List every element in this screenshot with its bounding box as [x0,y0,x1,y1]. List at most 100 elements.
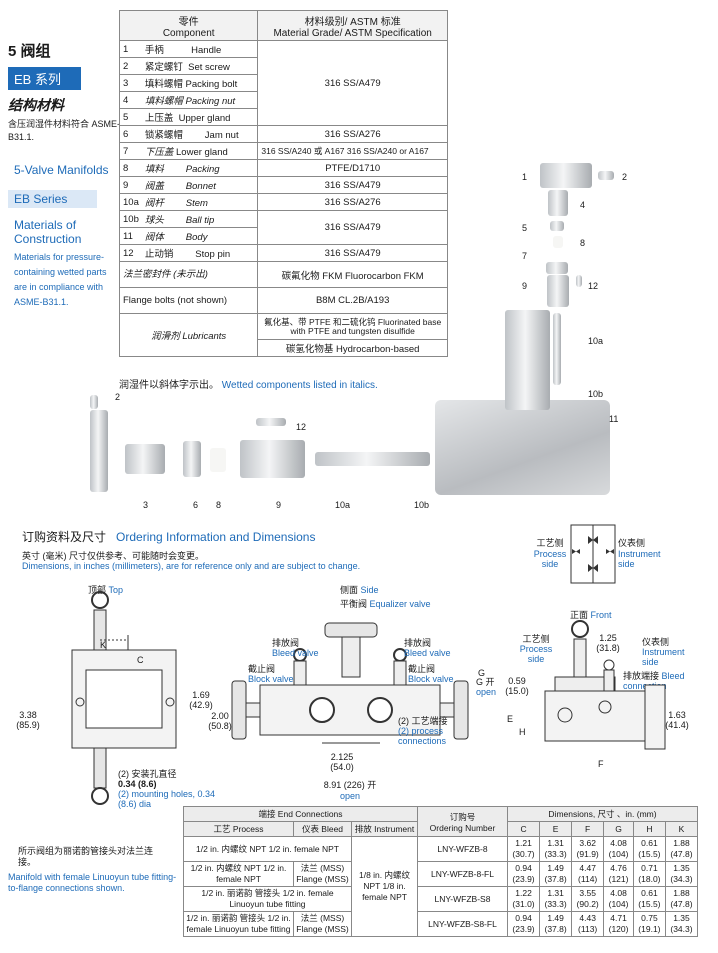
header-end-connections: 端接 End Connections [183,806,418,822]
series-badge-en: EB Series [8,190,98,208]
table-row: Flange bolts (not shown)B8M CL.2B/A193 [118,287,448,314]
part-label: 2 [115,392,121,402]
stop-pin-image-2 [256,418,286,426]
part-label: 10a [588,336,604,346]
process-connections-label: (2) 工艺端接(2) process connections [398,716,448,746]
header-col-g: G [603,821,634,837]
part-label: 12 [296,422,307,432]
dim-k: K [100,640,107,650]
materials-title-zh: 结构材料 [8,97,64,113]
part-label: 8 [580,238,586,248]
packing-bolt-image [548,190,568,216]
part-label: 6 [193,500,199,510]
equalizer-label: 平衡阀 Equalizer valve [340,599,431,609]
wetted-note: 润湿件以斜体字示出。 Wetted components listed in i… [119,380,378,391]
jam-nut-image [546,262,568,274]
dim-1-25: 1.25 (31.8) [596,633,620,653]
packing-bolt-image-2 [90,410,108,492]
top-view-label: 顶部 Top [88,585,124,595]
materials-note-en: Materials for pressure-containing wetted… [14,252,107,307]
dim-3-38: 3.38 (85.9) [16,710,40,730]
stop-pin-image [576,275,582,287]
dim-0-59: 0.59 (15.0) [505,676,529,696]
part-label: 3 [143,500,149,510]
header-instrument: 排放 Instrument [351,821,418,837]
upper-gland-image [550,221,564,231]
section-title-en: 5-Valve Manifolds [14,163,109,177]
set-screw-image [598,171,614,180]
header-col-c: C [506,821,541,837]
header-col-k: K [664,821,699,837]
side-view-label: 侧面 Side [340,585,379,595]
dim-1-63: 1.63 (41.4) [665,710,689,730]
dims-note-en: Dimensions, in inches (millimeters), are… [22,561,361,571]
section-title-zh: 5 阀组 [8,43,51,60]
linuoyun-note-en: Manifold with female Linuoyun tube fitti… [8,872,177,893]
handle-image [540,163,592,188]
part-label: 4 [580,200,586,210]
series-badge-zh: EB 系列 [8,67,81,90]
table-row: 1/2 in. 内螺纹 NPT 1/2 in. female NPT 1/8 i… [183,836,699,937]
valve-assembly-image [505,310,550,410]
part-label: 2 [622,172,628,182]
part-label: 8 [216,500,222,510]
jam-nut-image-2 [183,441,201,477]
header-col-h: H [632,821,666,837]
header-bleed: 仪表 Bleed [293,821,352,837]
dim-2-125: 2.125 (54.0) [330,752,354,772]
table-row: 碳氢化物基 Hydrocarbon-based [120,339,448,357]
part-label: 9 [522,281,528,291]
dim-e: E [507,714,514,724]
front-view-drawing [544,620,666,750]
packing-image [553,236,563,248]
materials-title-en: Materials of Construction [14,218,82,246]
dim-g: G [478,668,486,678]
side-view-drawing [231,622,469,744]
table-row: 1/2 in. 内螺纹 NPT 1/2 in. female NPT 法兰 (M… [183,861,699,887]
bonnet-image [547,275,569,307]
dim-f: F [598,759,604,769]
part-label: 12 [588,281,599,291]
stem-image-2 [315,452,430,466]
front-view-label: 正面 Front [570,610,612,620]
dim-2-00: 2.00 (50.8) [208,711,232,731]
part-label: 10a [335,500,351,510]
dim-1-69: 1.69 (42.9) [189,690,213,710]
header-col-e: E [539,821,573,837]
part-label: 11 [609,414,619,424]
part-label: 1 [522,172,528,182]
set-screw-image-2 [90,395,98,409]
part-label: 7 [522,251,528,261]
header-dimensions: Dimensions, 尺寸 、in. (mm) [507,806,698,822]
packing-nut-image [125,444,165,474]
stem-image [553,313,561,385]
valve-schematic [570,524,616,584]
part-label: 9 [276,500,282,510]
packing-image-2 [210,448,226,472]
header-col-f: F [571,821,605,837]
part-label: 5 [522,223,528,233]
